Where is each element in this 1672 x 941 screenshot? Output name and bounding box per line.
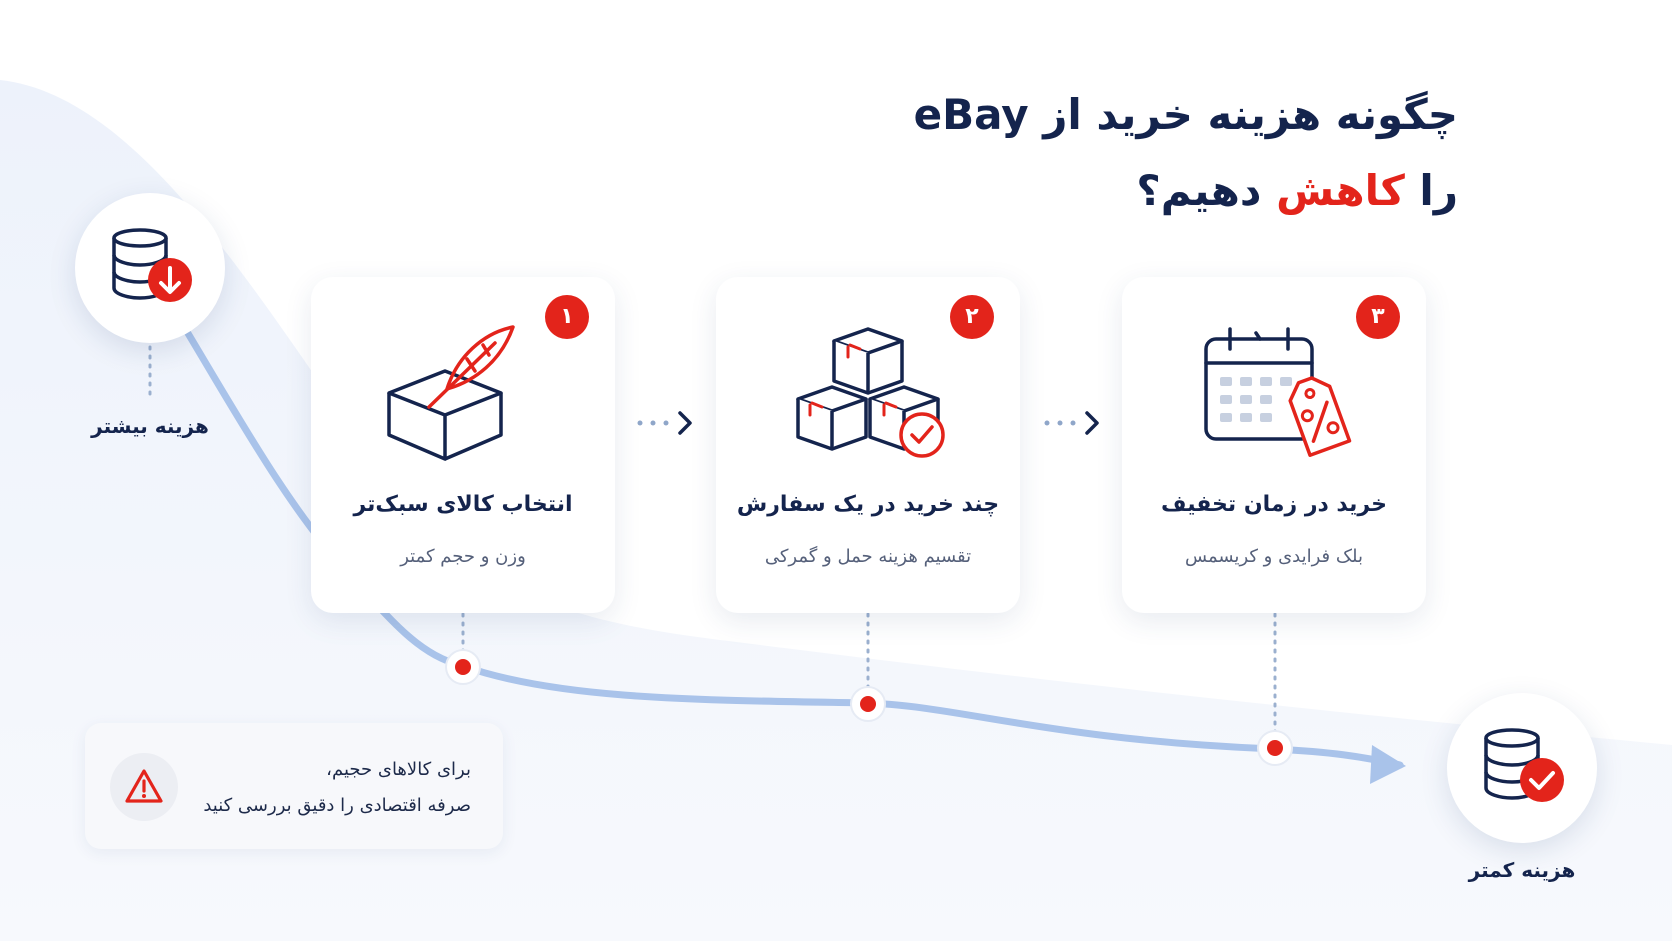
step-subtitle: بلک فرایدی و کریسمس <box>1185 546 1363 567</box>
warning-note: برای کالاهای حجیم، صرفه اقتصادی را دقیق … <box>85 723 503 849</box>
step-subtitle: وزن و حجم کمتر <box>400 546 526 567</box>
start-endpoint <box>75 193 225 343</box>
database-check-icon <box>1484 728 1564 802</box>
step-title: خرید در زمان تخفیف <box>1161 492 1387 517</box>
path-marker-step-3 <box>1257 730 1293 766</box>
path-marker-step-1 <box>445 649 481 685</box>
step-card-2: ۲ چند خرید در یک سفارش تقسیم هزینه حمل و… <box>716 277 1020 613</box>
page-title-line-1: چگونه هزینه خرید از eBay <box>913 90 1458 139</box>
warning-line-1: برای کالاهای حجیم، <box>326 759 471 780</box>
warning-triangle-icon <box>125 769 163 803</box>
database-down-icon <box>112 228 192 302</box>
title-suffix: دهیم؟ <box>1136 166 1277 215</box>
end-endpoint <box>1447 693 1597 843</box>
step-number-badge: ۳ <box>1356 295 1400 339</box>
start-label: هزینه بیشتر <box>91 414 209 438</box>
stacked-boxes-check-icon <box>796 327 945 458</box>
step-title: انتخاب کالای سبک‌تر <box>353 492 573 517</box>
step-card-1: ۱ انتخاب کالای سبک‌تر وزن و حجم کمتر <box>311 277 615 613</box>
end-label: هزینه کمتر <box>1468 858 1576 882</box>
box-feather-icon <box>387 325 515 461</box>
step-number-badge: ۱ <box>545 295 589 339</box>
step-subtitle: تقسیم هزینه حمل و گمرکی <box>764 546 972 567</box>
cost-path-arrowhead <box>1370 745 1406 784</box>
step-number-badge: ۲ <box>950 295 994 339</box>
warning-line-2: صرفه اقتصادی را دقیق بررسی کنید <box>203 795 471 816</box>
step-card-3: ۳ خرید در زمان تخفیف بلک فرایدی و کریسمس <box>1122 277 1426 613</box>
warning-icon-circle <box>110 753 178 821</box>
step-title: چند خرید در یک سفارش <box>736 492 1000 517</box>
page-title-line-2: را کاهش دهیم؟ <box>1136 166 1458 215</box>
path-marker-step-2 <box>850 686 886 722</box>
warning-text: برای کالاهای حجیم، صرفه اقتصادی را دقیق … <box>203 752 471 824</box>
title-highlight: کاهش <box>1276 166 1405 215</box>
step-arrow-1 <box>637 411 692 435</box>
title-prefix: را <box>1404 166 1458 215</box>
calendar-discount-tag-icon <box>1204 327 1352 457</box>
step-arrow-2 <box>1044 411 1099 435</box>
